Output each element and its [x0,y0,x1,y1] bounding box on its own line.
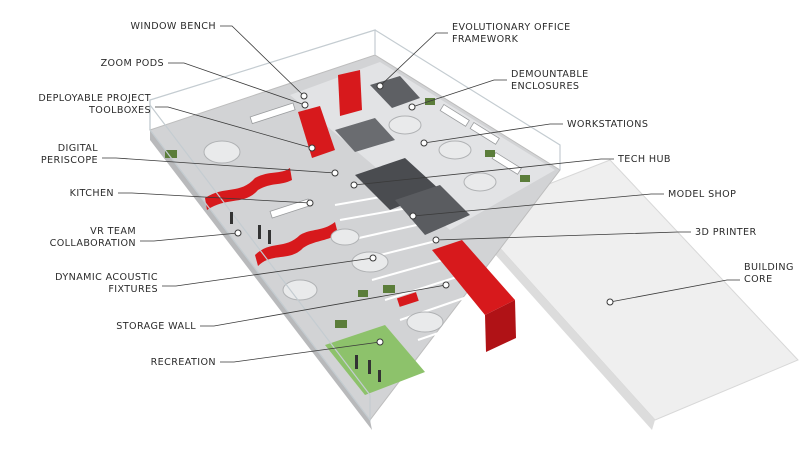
red-enclosure-top [338,70,362,116]
label-recreation: RECREATION [151,357,216,368]
label-tech-hub: TECH HUB [617,154,671,165]
glass-walls [149,29,561,422]
building-core-side [468,215,655,430]
workstation-desks [249,102,522,219]
left-labels: WINDOW BENCH ZOOM PODS DEPLOYABLE PROJEC… [38,21,217,368]
label-zoom-pods: ZOOM PODS [101,58,164,69]
planters [165,98,530,328]
enclosure-room [335,118,395,152]
red-bench [396,292,419,307]
round-tables [203,115,497,333]
zoom-pods-red [298,106,335,158]
recreation-turf [325,325,425,395]
storage-wall-side [485,300,516,352]
model-shop-room [395,185,470,235]
kitchen-red-wall [205,168,292,210]
label-window-bench: WINDOW BENCH [131,21,217,32]
label-model-shop: MODEL SHOP [668,189,736,200]
leader-lines [102,25,740,363]
label-workstations: WORKSTATIONS [567,119,648,130]
people [230,212,381,382]
acoustic-red-wall [255,222,338,266]
floor-edge [150,130,372,430]
storage-wall-red [432,240,515,315]
label-storage-wall: STORAGE WALL [116,321,196,332]
label-3d-printer: 3D PRINTER [695,227,757,238]
label-kitchen: KITCHEN [70,188,114,199]
